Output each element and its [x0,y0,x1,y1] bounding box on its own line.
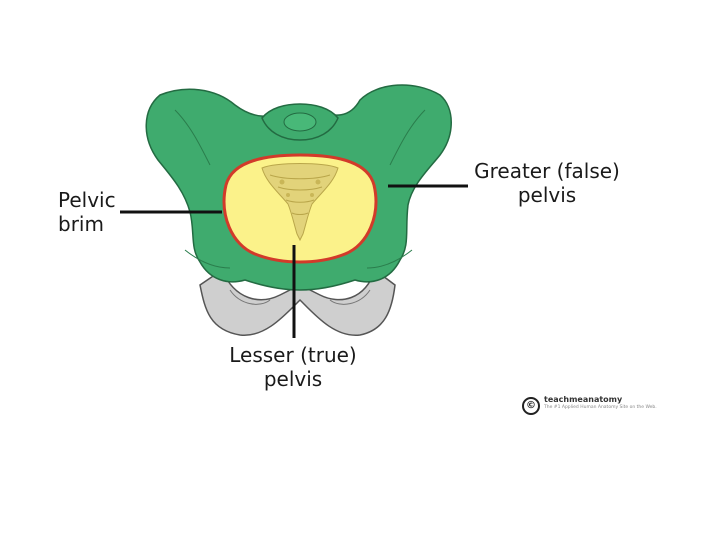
copyright-icon: © [522,397,540,415]
label-pelvic-brim: Pelvic brim [58,188,116,236]
label-lesser-pelvis-line2: pelvis [228,367,358,391]
label-greater-pelvis-line1: Greater (false) [472,159,622,183]
label-lesser-pelvis: Lesser (true) pelvis [228,343,358,391]
label-pelvic-brim-line1: Pelvic [58,188,116,212]
logo-tagline: The #1 Applied Human Anatomy Site on the… [544,405,657,410]
label-pelvic-brim-line2: brim [58,212,116,236]
label-lesser-pelvis-line1: Lesser (true) [228,343,358,367]
label-greater-pelvis-line2: pelvis [472,183,622,207]
label-greater-pelvis: Greater (false) pelvis [472,159,622,207]
logo-name: teachmeanatomy [544,395,622,404]
